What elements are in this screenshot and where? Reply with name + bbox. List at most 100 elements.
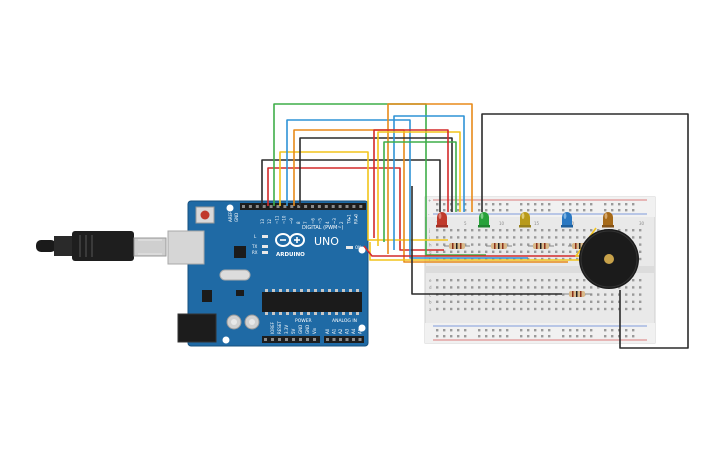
header-pin-hole[interactable]	[345, 205, 349, 208]
header-pin-hole[interactable]	[283, 205, 287, 208]
yellow-led[interactable]	[519, 212, 531, 228]
breadboard-hole[interactable]	[520, 307, 523, 311]
rail-hole[interactable]	[548, 203, 551, 206]
rail-hole[interactable]	[618, 203, 621, 206]
rail-hole[interactable]	[464, 203, 467, 206]
breadboard-hole[interactable]	[471, 236, 474, 239]
breadboard-hole[interactable]	[464, 243, 467, 246]
breadboard-hole[interactable]	[611, 300, 614, 303]
rail-hole[interactable]	[499, 335, 502, 338]
rail-hole[interactable]	[485, 335, 488, 338]
breadboard-hole[interactable]	[443, 307, 446, 311]
rail-hole[interactable]	[590, 203, 593, 206]
breadboard-hole[interactable]	[499, 307, 502, 311]
rail-hole[interactable]	[632, 209, 635, 212]
breadboard-hole[interactable]	[569, 307, 572, 311]
breadboard-hole[interactable]	[548, 236, 551, 239]
breadboard-hole[interactable]	[569, 279, 572, 282]
breadboard-hole[interactable]	[527, 286, 530, 289]
breadboard-hole[interactable]	[492, 229, 495, 232]
rail-hole[interactable]	[485, 203, 488, 206]
breadboard-hole[interactable]	[527, 307, 530, 311]
header-pin-hole[interactable]	[311, 205, 314, 208]
breadboard-hole[interactable]	[464, 236, 467, 239]
resistor[interactable]	[562, 291, 592, 297]
breadboard-hole[interactable]	[576, 257, 579, 261]
rail-hole[interactable]	[562, 335, 565, 338]
rail-hole[interactable]	[520, 203, 523, 206]
orange-led[interactable]	[602, 212, 614, 228]
rail-hole[interactable]	[506, 335, 509, 338]
rail-hole[interactable]	[436, 203, 439, 206]
header-pin-hole[interactable]	[290, 205, 294, 208]
rail-hole[interactable]	[583, 209, 586, 212]
breadboard-hole[interactable]	[443, 229, 446, 232]
breadboard-hole[interactable]	[632, 286, 635, 289]
header-pin-hole[interactable]	[297, 205, 301, 208]
breadboard-hole[interactable]	[506, 279, 509, 282]
breadboard-hole[interactable]	[443, 257, 446, 261]
rail-hole[interactable]	[534, 209, 537, 212]
breadboard-hole[interactable]	[611, 307, 614, 311]
breadboard-hole[interactable]	[499, 300, 502, 303]
breadboard-hole[interactable]	[625, 307, 628, 311]
breadboard-hole[interactable]	[513, 307, 516, 311]
breadboard-hole[interactable]	[548, 300, 551, 303]
breadboard-hole[interactable]	[639, 286, 642, 289]
breadboard-hole[interactable]	[534, 307, 537, 311]
breadboard-hole[interactable]	[576, 229, 579, 232]
breadboard-hole[interactable]	[583, 300, 586, 303]
breadboard-hole[interactable]	[590, 307, 593, 311]
rail-hole[interactable]	[569, 335, 572, 338]
breadboard-hole[interactable]	[632, 279, 635, 282]
breadboard-hole[interactable]	[555, 257, 558, 261]
rail-hole[interactable]	[632, 203, 635, 206]
breadboard-hole[interactable]	[492, 257, 495, 261]
breadboard-hole[interactable]	[534, 300, 537, 303]
breadboard-hole[interactable]	[506, 300, 509, 303]
breadboard-hole[interactable]	[457, 250, 460, 253]
wire-black[interactable]	[261, 159, 441, 212]
breadboard-hole[interactable]	[625, 286, 628, 289]
breadboard-hole[interactable]	[443, 236, 446, 239]
breadboard-hole[interactable]	[513, 229, 516, 232]
rail-hole[interactable]	[457, 203, 460, 206]
rail-hole[interactable]	[541, 209, 544, 212]
wire-yellow[interactable]	[377, 131, 461, 246]
breadboard-hole[interactable]	[457, 286, 460, 289]
breadboard-hole[interactable]	[632, 307, 635, 311]
breadboard-hole[interactable]	[464, 300, 467, 303]
header-pin-hole[interactable]	[262, 205, 266, 208]
wire-green[interactable]	[383, 141, 457, 242]
rail-hole[interactable]	[534, 335, 537, 338]
breadboard-hole[interactable]	[485, 279, 488, 282]
breadboard-hole[interactable]	[639, 257, 642, 261]
breadboard-hole[interactable]	[436, 279, 439, 282]
breadboard-hole[interactable]	[443, 250, 446, 253]
breadboard-hole[interactable]	[541, 300, 544, 303]
breadboard-hole[interactable]	[492, 286, 495, 289]
breadboard-hole[interactable]	[548, 229, 551, 232]
header-pin-hole[interactable]	[242, 205, 245, 208]
wire-black[interactable]	[299, 137, 453, 212]
wire-orange[interactable]	[387, 103, 473, 254]
breadboard-hole[interactable]	[485, 243, 488, 246]
wire-black[interactable]	[411, 186, 562, 295]
breadboard-hole[interactable]	[520, 257, 523, 261]
rail-hole[interactable]	[464, 209, 467, 212]
breadboard-hole[interactable]	[541, 257, 544, 261]
breadboard-hole[interactable]	[471, 307, 474, 311]
breadboard-hole[interactable]	[527, 229, 530, 232]
rail-hole[interactable]	[450, 329, 453, 332]
rail-hole[interactable]	[499, 209, 502, 212]
breadboard-hole[interactable]	[576, 286, 579, 289]
rail-hole[interactable]	[534, 203, 537, 206]
rail-hole[interactable]	[534, 329, 537, 332]
rail-hole[interactable]	[499, 203, 502, 206]
breadboard-hole[interactable]	[562, 250, 565, 253]
breadboard-hole[interactable]	[527, 250, 530, 253]
resistor[interactable]	[486, 243, 512, 249]
rail-hole[interactable]	[590, 329, 593, 332]
breadboard-hole[interactable]	[478, 286, 481, 289]
